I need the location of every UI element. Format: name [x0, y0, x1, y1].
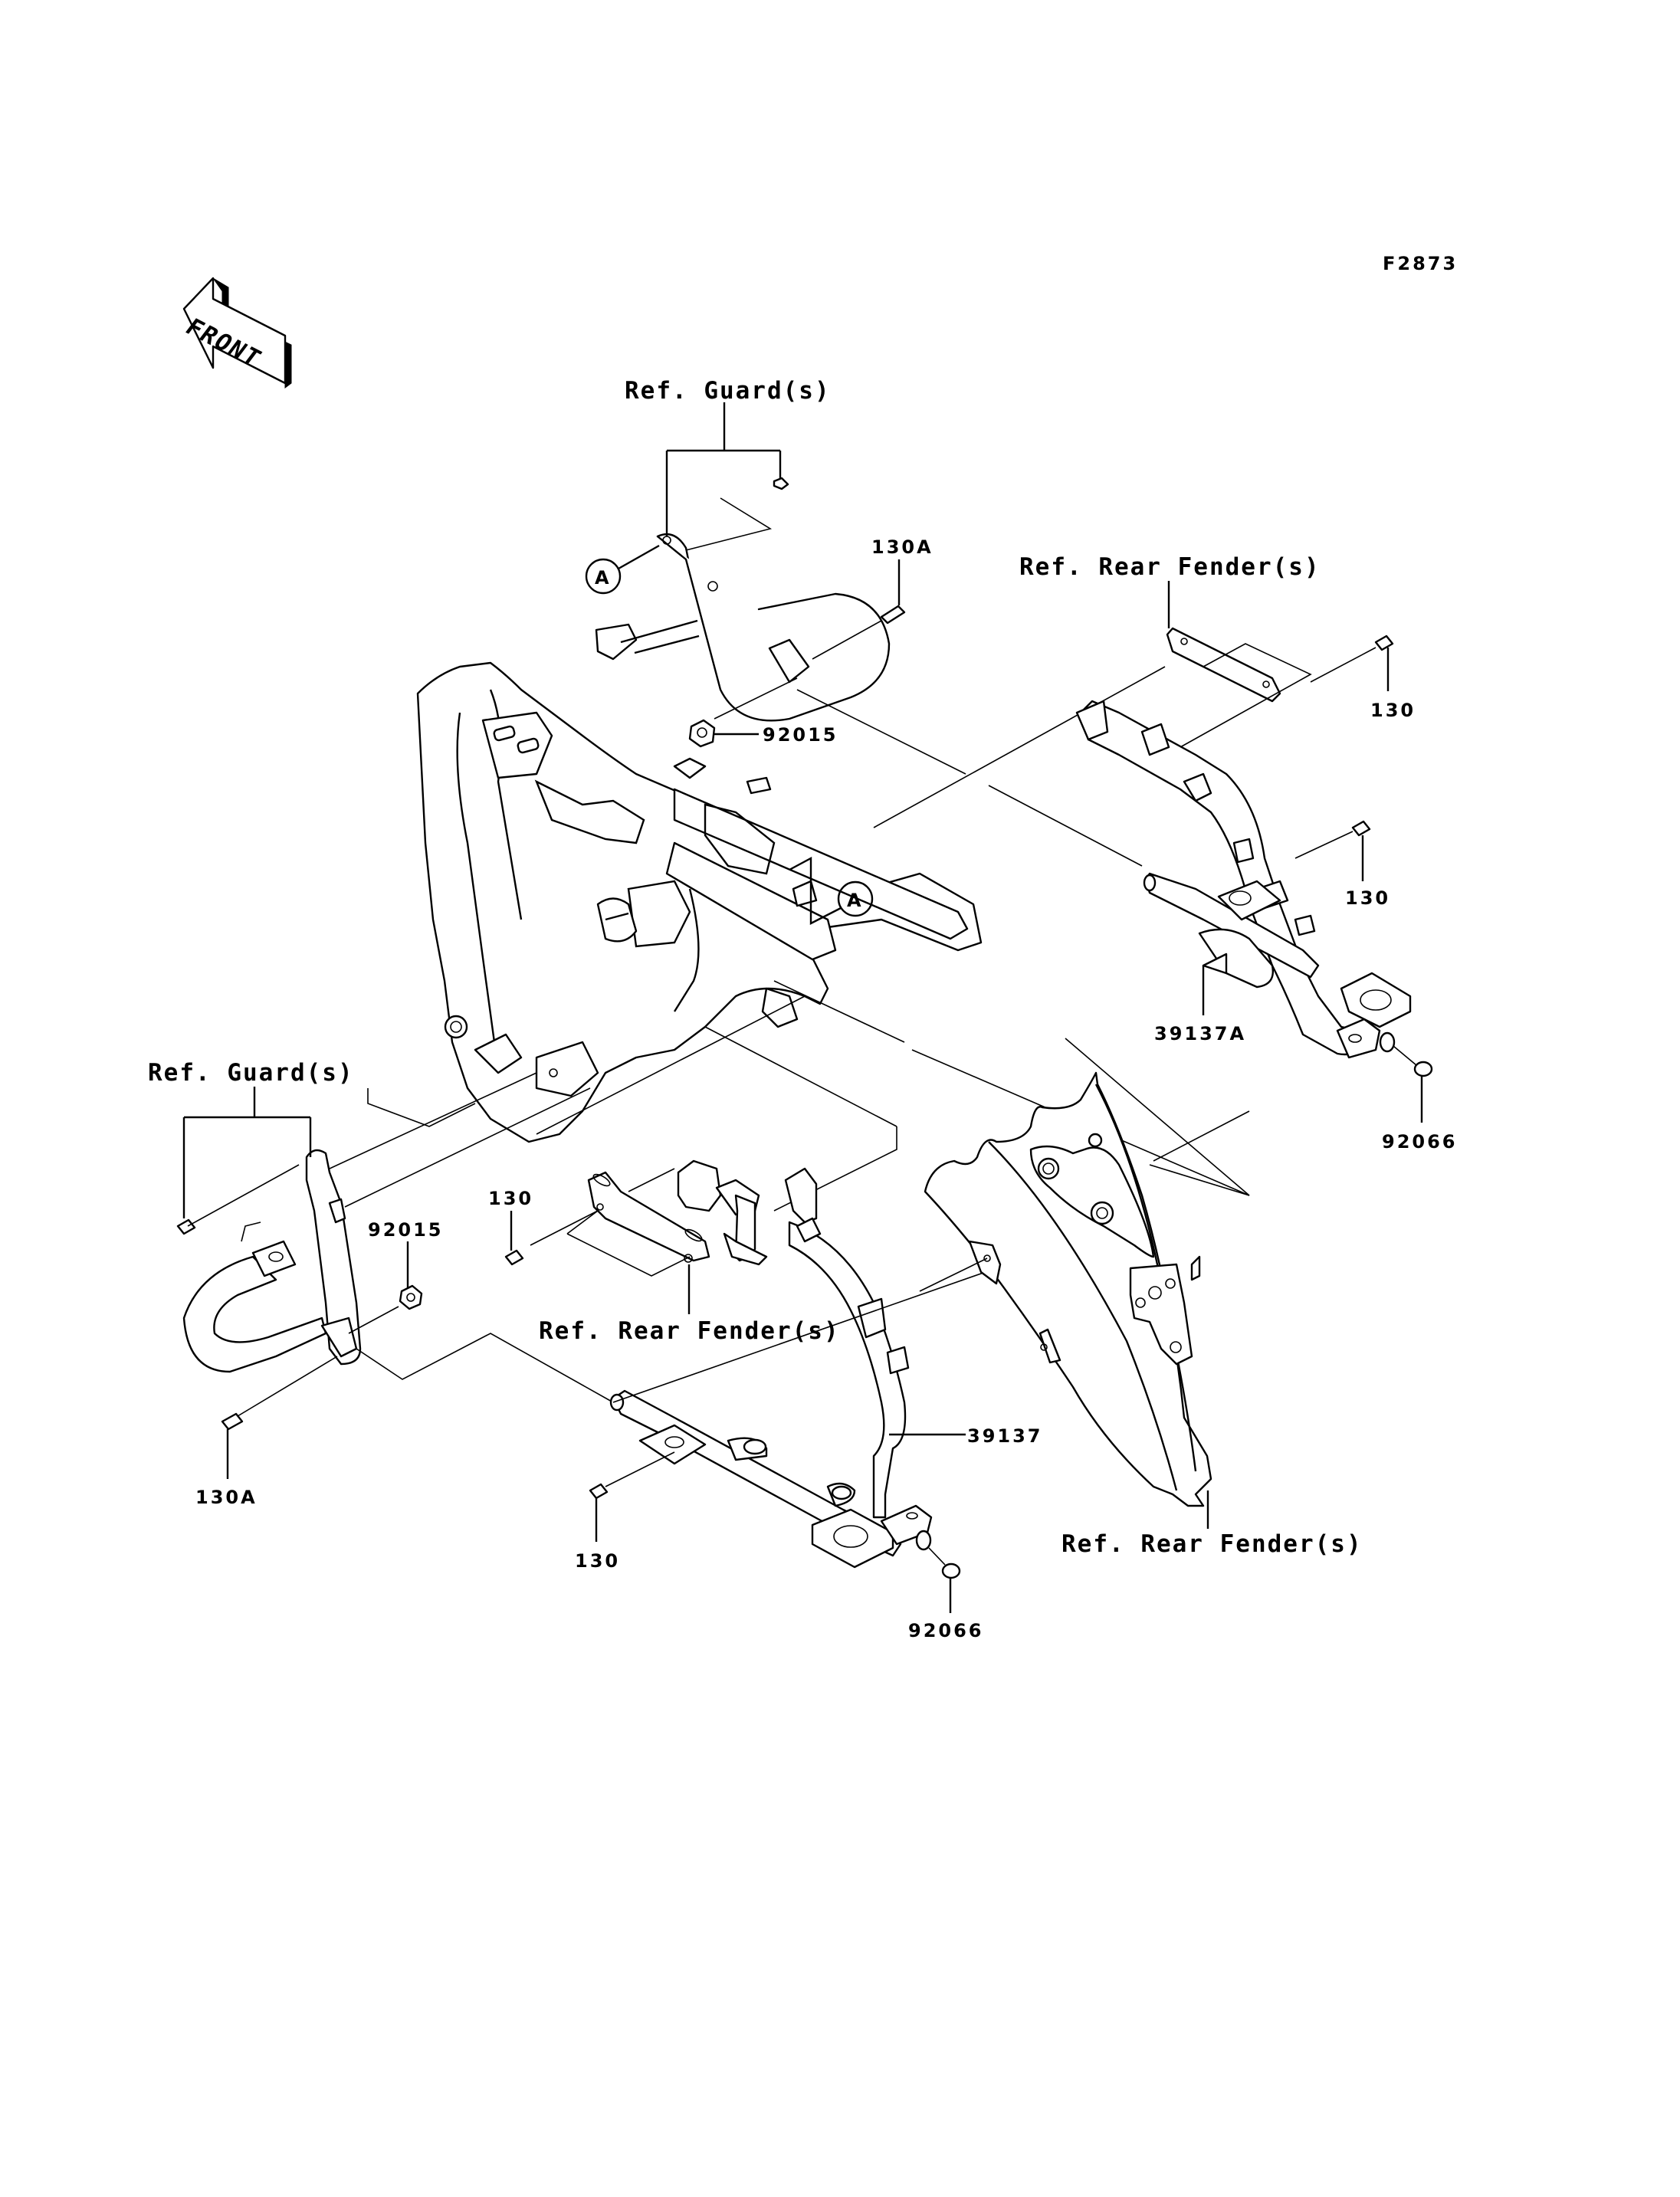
bolt-icon: [773, 477, 789, 490]
callout-92066-bottom: 92066: [908, 1620, 984, 1641]
upper-guard: [595, 533, 891, 722]
callout-130-right-top: 130: [1370, 700, 1416, 721]
reference-marker-a-frame: A: [789, 856, 874, 925]
svg-text:A: A: [847, 890, 864, 911]
callout-ref-rear-fender-bottom: Ref. Rear Fender(s): [1061, 1530, 1363, 1558]
callout-92015-left: 92015: [368, 1219, 444, 1241]
bolt-130-mid-left-icon: [504, 1249, 524, 1266]
callout-ref-rear-fender-top: Ref. Rear Fender(s): [1019, 553, 1321, 581]
bolt-130-bottom-icon: [589, 1483, 609, 1500]
callout-39137: 39137: [967, 1425, 1043, 1447]
rear-fender: [924, 1071, 1212, 1507]
rear-bracket-39137: [609, 1159, 933, 1569]
bolt-130-right-mid-icon: [1351, 820, 1371, 837]
callout-ref-guard-left: Ref. Guard(s): [148, 1059, 354, 1087]
svg-text:A: A: [595, 567, 612, 589]
nut-92015-left-icon: [399, 1284, 423, 1310]
main-frame: [416, 661, 983, 1143]
rear-bracket-39137A: [1075, 627, 1412, 1059]
callout-130A-top: 130A: [871, 536, 934, 558]
callout-ref-guard-top: Ref. Guard(s): [625, 377, 831, 405]
callout-ref-rear-fender-mid: Ref. Rear Fender(s): [539, 1317, 840, 1345]
reference-marker-a-top: A: [585, 544, 660, 595]
callout-92015-top: 92015: [763, 724, 838, 746]
bolt-130A-bottom-icon: [221, 1412, 244, 1431]
nut-92015-top-icon: [688, 719, 716, 748]
bolt-left-guard-icon: [176, 1218, 196, 1235]
cap-92066-bottom-icon: [941, 1562, 961, 1579]
callout-130-mid-left: 130: [488, 1188, 533, 1209]
callout-92066-right: 92066: [1382, 1131, 1458, 1153]
bolt-130A-top-icon: [880, 605, 906, 625]
bolt-130-right-top-icon: [1374, 635, 1394, 651]
callout-130A-bottom: 130A: [195, 1487, 258, 1508]
callout-130-right-mid: 130: [1345, 887, 1390, 909]
left-guard: [182, 1149, 362, 1373]
front-arrow-icon: FRONT: [180, 277, 292, 389]
callout-130-bottom: 130: [575, 1550, 620, 1572]
figure-code: F2873: [1383, 253, 1458, 274]
cap-92066-right-icon: [1413, 1061, 1433, 1077]
callout-39137A: 39137A: [1154, 1023, 1246, 1044]
